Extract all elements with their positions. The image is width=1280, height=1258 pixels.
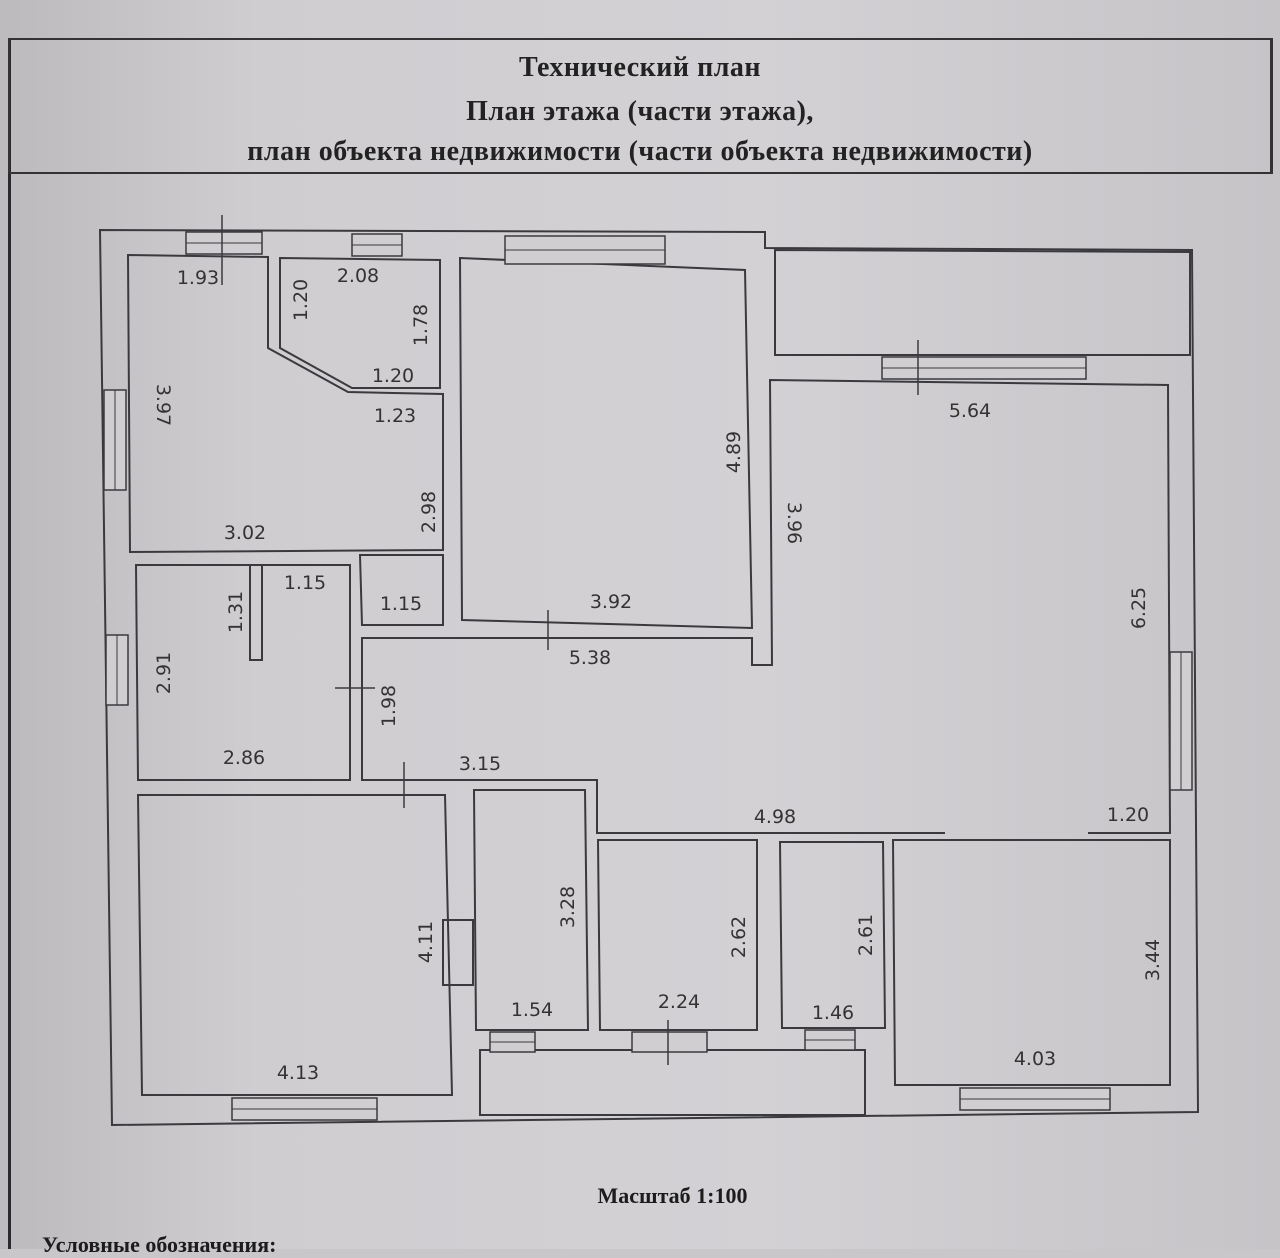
dim-label: 2.98 <box>418 491 440 533</box>
dim-label: 3.96 <box>783 502 805 544</box>
dim-label: 3.15 <box>459 753 501 775</box>
room-2 <box>458 256 754 630</box>
door-marks <box>221 215 919 1065</box>
dim-label: 3.02 <box>224 522 266 544</box>
room-154 <box>472 789 590 1031</box>
title-line-3: план объекта недвижимости (части объекта… <box>247 136 1033 167</box>
partition-wall <box>442 919 474 986</box>
dim-label: 2.61 <box>855 914 877 956</box>
dim-label: 3.44 <box>1142 939 1164 981</box>
dim-label: 2.24 <box>658 991 700 1013</box>
dim-label: 2.62 <box>728 916 750 958</box>
dim-label: 1.54 <box>511 999 553 1021</box>
dim-label: 4.03 <box>1014 1048 1056 1070</box>
closet <box>358 554 444 626</box>
porch <box>479 1049 866 1116</box>
dim-label: 1.15 <box>380 593 422 615</box>
window-mullions <box>114 242 1182 1110</box>
dim-label: 3.28 <box>557 886 579 928</box>
dim-label: 1.20 <box>1107 804 1149 826</box>
dim-label: 4.11 <box>415 921 437 963</box>
dim-label: 5.64 <box>949 400 991 422</box>
dim-label: 3.97 <box>152 384 174 426</box>
room-224 <box>596 839 758 1031</box>
outer-wall-outline <box>98 228 1200 1127</box>
top-right-area <box>774 248 1191 356</box>
bathroom <box>279 256 441 389</box>
dim-label: 1.98 <box>378 685 400 727</box>
dim-label: 1.23 <box>374 405 416 427</box>
dim-label: 4.13 <box>277 1062 319 1084</box>
dim-label: 4.89 <box>723 431 745 473</box>
room-146 <box>778 841 887 1029</box>
dim-label: 1.20 <box>372 365 414 387</box>
window <box>631 1031 708 1053</box>
dimension-labels: 1.93 2.08 1.20 1.78 1.20 3.97 1.23 4.89 … <box>152 265 1164 1084</box>
room-1 <box>126 253 444 554</box>
dim-label: 1.78 <box>410 304 432 346</box>
living-room-hall <box>361 378 1172 834</box>
dim-label: 6.25 <box>1128 587 1150 629</box>
windows <box>103 231 1193 1121</box>
room-small-left <box>134 564 351 781</box>
title-line-2: План этажа (части этажа), <box>466 96 814 127</box>
dim-label: 1.31 <box>225 591 247 633</box>
dim-label: 2.91 <box>153 652 175 694</box>
dim-label: 1.93 <box>177 267 219 289</box>
dim-label: 2.08 <box>337 265 379 287</box>
dim-label: 1.20 <box>290 279 312 321</box>
dim-label: 2.86 <box>223 747 265 769</box>
dim-label: 1.15 <box>284 572 326 594</box>
dim-label: 4.98 <box>754 806 796 828</box>
dim-label: 5.38 <box>569 647 611 669</box>
room-bottom-left <box>136 794 454 1096</box>
dim-label: 3.92 <box>590 591 632 613</box>
title-box <box>8 38 1273 174</box>
room-403 <box>891 839 1171 1086</box>
scale-label: Масштаб 1:100 <box>597 1183 748 1208</box>
title-line-1: Технический план <box>518 52 762 83</box>
legend-title: Условные обозначения: <box>42 1232 277 1257</box>
frame-border <box>8 38 11 1249</box>
dim-label: 1.46 <box>812 1002 854 1024</box>
partition <box>249 564 263 661</box>
